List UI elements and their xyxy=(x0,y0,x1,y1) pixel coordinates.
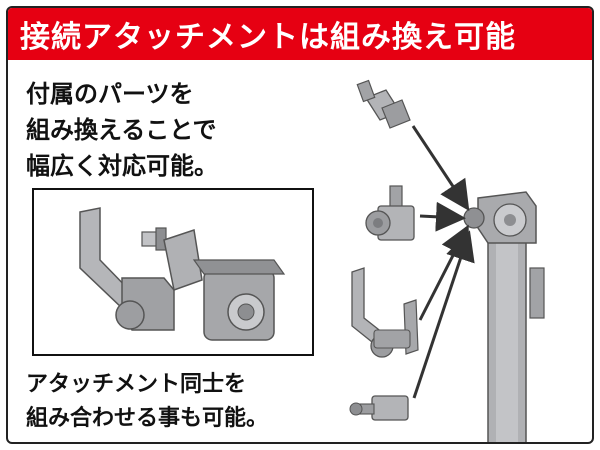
outro-line-1: アタッチメント同士を xyxy=(26,372,247,397)
pole-with-joint xyxy=(463,191,545,442)
banner-title: 接続アタッチメントは組み換え可能 xyxy=(20,20,516,55)
small-peg-part xyxy=(349,395,409,421)
intro-line-3: 幅広く対応可能。 xyxy=(26,152,218,180)
bent-arm-part xyxy=(351,267,419,358)
intro-text: 付属のパーツを 組み換えることで 幅広く対応可能。 xyxy=(26,76,326,184)
panel-frame: 接続アタッチメントは組み換え可能 付属のパーツを 組み換えることで 幅広く対応可… xyxy=(6,6,594,444)
angled-peg-part xyxy=(356,79,411,129)
arrow-1 xyxy=(411,125,470,212)
outro-text: アタッチメント同士を 組み合わせる事も可能。 xyxy=(26,368,336,436)
parts-diagram xyxy=(338,68,592,442)
parts-drawing xyxy=(349,79,545,442)
intro-line-2: 組み換えることで xyxy=(26,116,217,144)
combined-attachment-illustration xyxy=(32,188,314,356)
arrow-4 xyxy=(412,230,475,399)
title-banner: 接続アタッチメントは組み換え可能 xyxy=(8,8,592,60)
knob-peg-part xyxy=(365,185,415,241)
outro-line-2: 組み合わせる事も可能。 xyxy=(26,406,269,431)
arrow-2 xyxy=(419,201,466,232)
intro-line-1: 付属のパーツを xyxy=(26,80,194,108)
combined-attachment-drawing xyxy=(79,207,286,341)
